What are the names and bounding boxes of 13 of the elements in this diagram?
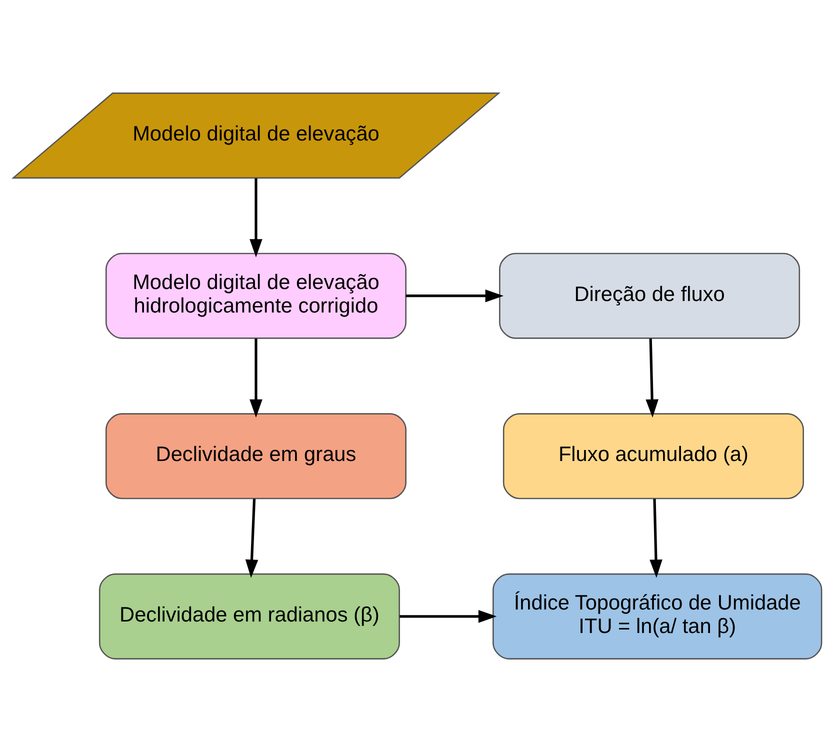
node-box: Modelo digital de elevação hidrologicamente corrigido: [105, 252, 406, 339]
node-box: Índice Topográfico de Umidade ITU = ln(a/ tan β): [492, 573, 822, 660]
node-box: Fluxo acumulado (a): [502, 413, 804, 500]
node-box: Declividade em radianos (β): [98, 573, 400, 660]
arrow: [245, 498, 258, 578]
arrow: [646, 338, 658, 418]
arrow: [406, 289, 504, 302]
node-box: Declividade em graus: [105, 413, 406, 500]
node-box: Direção de fluxo: [499, 252, 800, 339]
arrow: [250, 178, 262, 258]
arrow: [400, 610, 497, 623]
arrow: [650, 498, 662, 578]
arrow: [250, 338, 262, 418]
